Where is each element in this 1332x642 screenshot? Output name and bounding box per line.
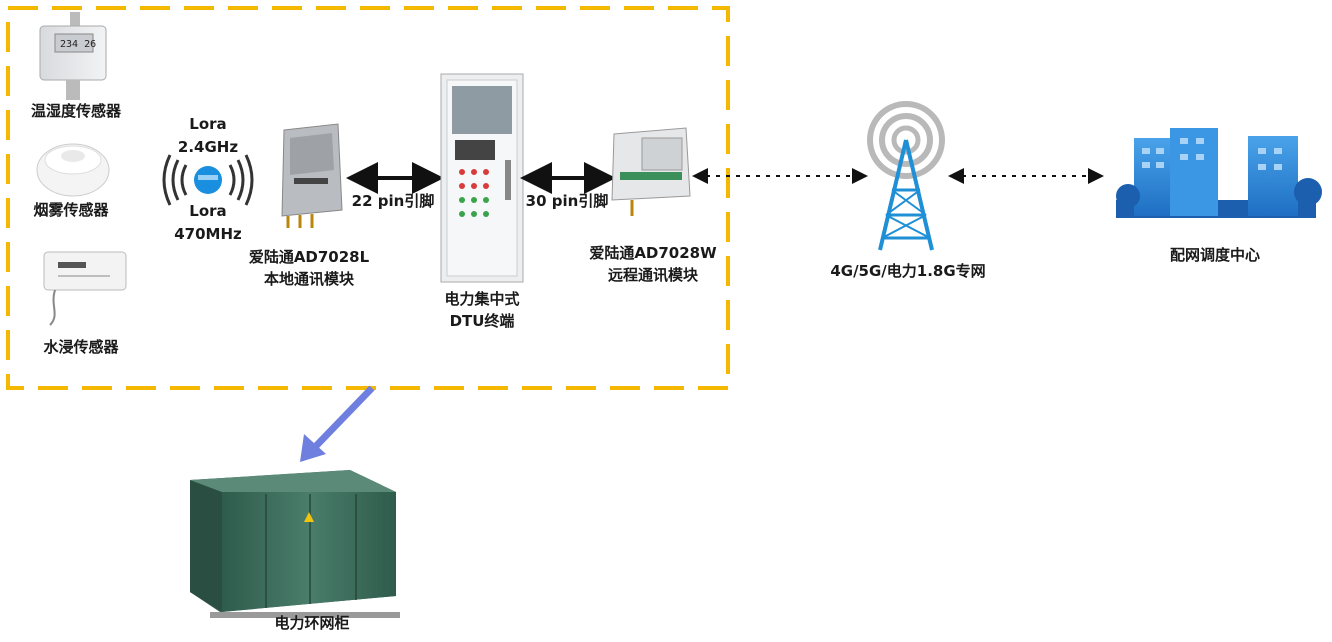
local-module-desc: 本地通讯模块 xyxy=(263,270,354,288)
lora-wireless-icon xyxy=(162,154,254,206)
signal-tower-icon xyxy=(867,101,945,251)
dtu-cabinet-image xyxy=(440,73,524,283)
dispatch-center-label: 配网调度中心 xyxy=(1169,246,1260,264)
local-module-name: 爱陆通AD7028L xyxy=(248,248,370,266)
link-30pin-label: 30 pin引脚 xyxy=(525,192,609,210)
link-22pin-label: 22 pin引脚 xyxy=(351,192,435,210)
dispatch-building-icon xyxy=(1116,128,1322,218)
lora-band1-name: Lora xyxy=(189,115,227,133)
ad7028w-module-image xyxy=(611,127,691,216)
water-sensor-label: 水浸传感器 xyxy=(43,338,119,356)
ring-cabinet-label: 电力环网柜 xyxy=(274,614,350,632)
smoke-sensor-label: 烟雾传感器 xyxy=(33,201,109,219)
lora-band1-freq: 2.4GHz xyxy=(177,138,239,156)
remote-module-name: 爱陆通AD7028W xyxy=(589,244,717,262)
smoke-sensor-image xyxy=(36,143,110,197)
water-sensor-image xyxy=(43,251,127,326)
svg-text:234 26: 234 26 xyxy=(60,39,96,50)
temp-humidity-sensor-image: 234 26 xyxy=(39,12,107,100)
dtu-desc: DTU终端 xyxy=(449,312,515,330)
lora-band2-name: Lora xyxy=(189,202,227,220)
remote-module-desc: 远程通讯模块 xyxy=(607,266,698,284)
dtu-name: 电力集中式 xyxy=(444,290,520,308)
ad7028l-module-image xyxy=(281,123,343,228)
temp-humidity-sensor-label: 温湿度传感器 xyxy=(30,102,121,120)
arrow-to-ring-cabinet xyxy=(300,385,375,462)
ring-cabinet-image xyxy=(190,470,400,618)
dashed-boundary xyxy=(6,6,730,390)
lora-band2-freq: 470MHz xyxy=(174,225,242,243)
network-label: 4G/5G/电力1.8G专网 xyxy=(830,262,986,280)
